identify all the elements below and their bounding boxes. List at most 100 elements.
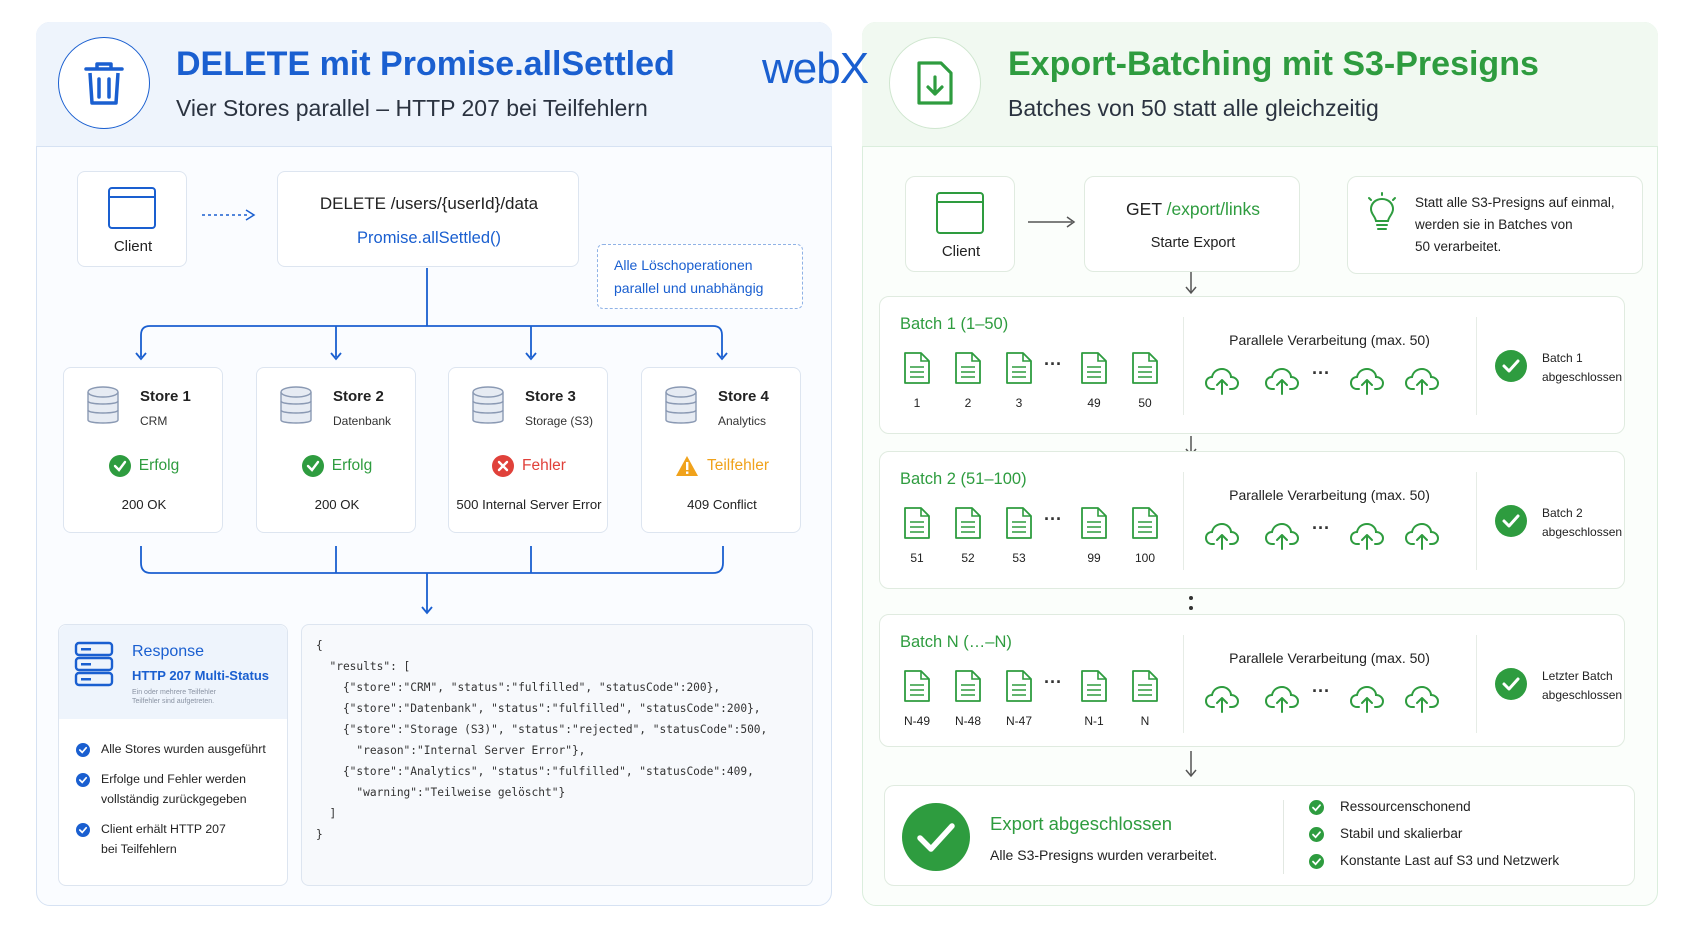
file-label: 99 <box>1087 551 1101 565</box>
request-method: Promise.allSettled() <box>357 229 501 247</box>
big-check-icon <box>902 803 970 871</box>
file-label: 3 <box>1015 396 1023 410</box>
cloud-upload-icon <box>1204 367 1240 400</box>
file-label: N-48 <box>954 714 981 728</box>
batch-parallel-label: Parallele Verarbeitung (max. 50) <box>1229 487 1430 503</box>
file-label: 50 <box>1138 396 1152 410</box>
batch-parallel-label: Parallele Verarbeitung (max. 50) <box>1229 650 1430 666</box>
check-circle-icon <box>1495 350 1527 387</box>
ellipsis: ··· <box>1312 363 1330 383</box>
right-title: Export-Batching mit S3-Presigns <box>1008 45 1539 83</box>
code-line: {"store":"Datenbank", "status":"fulfille… <box>316 702 761 715</box>
ellipsis: ··· <box>1312 681 1330 701</box>
check-circle-icon <box>1495 505 1527 542</box>
response-bullet-text: Alle Stores wurden ausgeführt <box>101 742 266 756</box>
tip-line-3: 50 verarbeitet. <box>1415 239 1502 254</box>
store-type: Datenbank <box>333 414 392 428</box>
database-icon <box>87 386 119 424</box>
batch-title: Batch 1 (1–50) <box>900 315 1009 333</box>
browser-window-icon <box>108 187 156 229</box>
cloud-upload-icon <box>1349 367 1385 400</box>
database-icon <box>472 386 504 424</box>
get-method: GET <box>1126 199 1162 219</box>
store-type: Analytics <box>718 414 767 428</box>
response-title: Response <box>132 643 205 660</box>
file-icon <box>1006 352 1032 389</box>
response-bullet-text: Client erhält HTTP 207 <box>101 822 226 836</box>
check-circle-icon <box>301 455 324 477</box>
left-title: DELETE mit Promise.allSettled <box>176 45 675 83</box>
check-circle-icon <box>1495 668 1527 705</box>
cloud-upload-icon <box>1264 522 1300 555</box>
file-icon <box>1006 507 1032 544</box>
code-line: "results": [ <box>316 660 411 673</box>
file-label: 100 <box>1134 551 1156 565</box>
cloud-upload-icon <box>1404 522 1440 555</box>
store-status: Fehler <box>522 457 566 474</box>
arrow-right <box>1028 216 1076 228</box>
response-note-2: Teilfehler sind aufgetreten. <box>132 698 215 705</box>
store-code: 409 Conflict <box>687 497 757 512</box>
ellipsis: ··· <box>1044 509 1062 529</box>
check-circle-icon <box>108 455 131 477</box>
check-icon <box>76 743 90 762</box>
check-icon <box>1309 800 1324 820</box>
cloud-upload-icon <box>1264 367 1300 400</box>
store-name: Store 1 <box>140 388 191 405</box>
final-bullet-text: Konstante Last auf S3 und Netzwerk <box>1340 853 1560 868</box>
check-icon <box>1309 827 1324 847</box>
tip-box: Statt alle S3-Presigns auf einmal, werde… <box>1347 176 1643 274</box>
file-icon <box>904 670 930 707</box>
file-label: N <box>1140 714 1150 728</box>
database-icon <box>280 386 312 424</box>
batch-title: Batch 2 (51–100) <box>900 470 1027 488</box>
store-status: Teilfehler <box>706 457 770 474</box>
store-name: Store 4 <box>718 388 769 405</box>
store-type: Storage (S3) <box>525 414 594 428</box>
response-note-1: Ein oder mehrere Teilfehler <box>132 689 216 696</box>
trash-icon <box>58 37 150 129</box>
cloud-upload-icon <box>1264 685 1300 718</box>
batch-done-1: Batch 1 <box>1542 351 1583 365</box>
file-icon <box>1132 670 1158 707</box>
file-label: N-47 <box>1005 714 1032 728</box>
file-label: N-1 <box>1084 714 1104 728</box>
batch-done-2: abgeschlossen <box>1542 370 1623 384</box>
file-label: 52 <box>961 551 975 565</box>
store-code: 500 Internal Server Error <box>456 497 602 512</box>
ellipsis: ··· <box>1044 672 1062 692</box>
file-icon <box>1081 507 1107 544</box>
browser-window-icon <box>936 192 984 234</box>
file-icon <box>955 507 981 544</box>
download-file-icon <box>889 37 981 129</box>
right-header <box>862 22 1658 147</box>
right-client-box: Client <box>905 176 1015 272</box>
cloud-upload-icon <box>1404 685 1440 718</box>
code-line: {"store":"Storage (S3)", "status":"rejec… <box>316 723 768 736</box>
final-sub: Alle S3-Presigns wurden verarbeitet. <box>990 847 1218 863</box>
left-subtitle: Vier Stores parallel – HTTP 207 bei Teil… <box>176 95 648 121</box>
file-icon <box>1132 507 1158 544</box>
file-icon <box>904 352 930 389</box>
file-label: 49 <box>1087 396 1101 410</box>
note-line-2: parallel und unabhängig <box>614 280 764 296</box>
file-icon <box>904 507 930 544</box>
ellipsis: ··· <box>1312 518 1330 538</box>
response-bullet-text: Erfolge und Fehler werden <box>101 772 246 786</box>
note-line-1: Alle Löschoperationen <box>614 257 753 273</box>
batch-done-1: Letzter Batch <box>1542 669 1613 683</box>
batch-done-2: abgeschlossen <box>1542 525 1623 539</box>
response-subtitle: HTTP 207 Multi-Status <box>132 668 270 683</box>
code-line: {"store":"Analytics", "status":"fulfille… <box>316 765 754 778</box>
client-box: Client <box>77 171 187 267</box>
note-box: Alle Löschoperationen parallel und unabh… <box>597 244 803 309</box>
final-title: Export abgeschlossen <box>990 813 1173 834</box>
right-subtitle: Batches von 50 statt alle gleichzeitig <box>1008 95 1379 121</box>
